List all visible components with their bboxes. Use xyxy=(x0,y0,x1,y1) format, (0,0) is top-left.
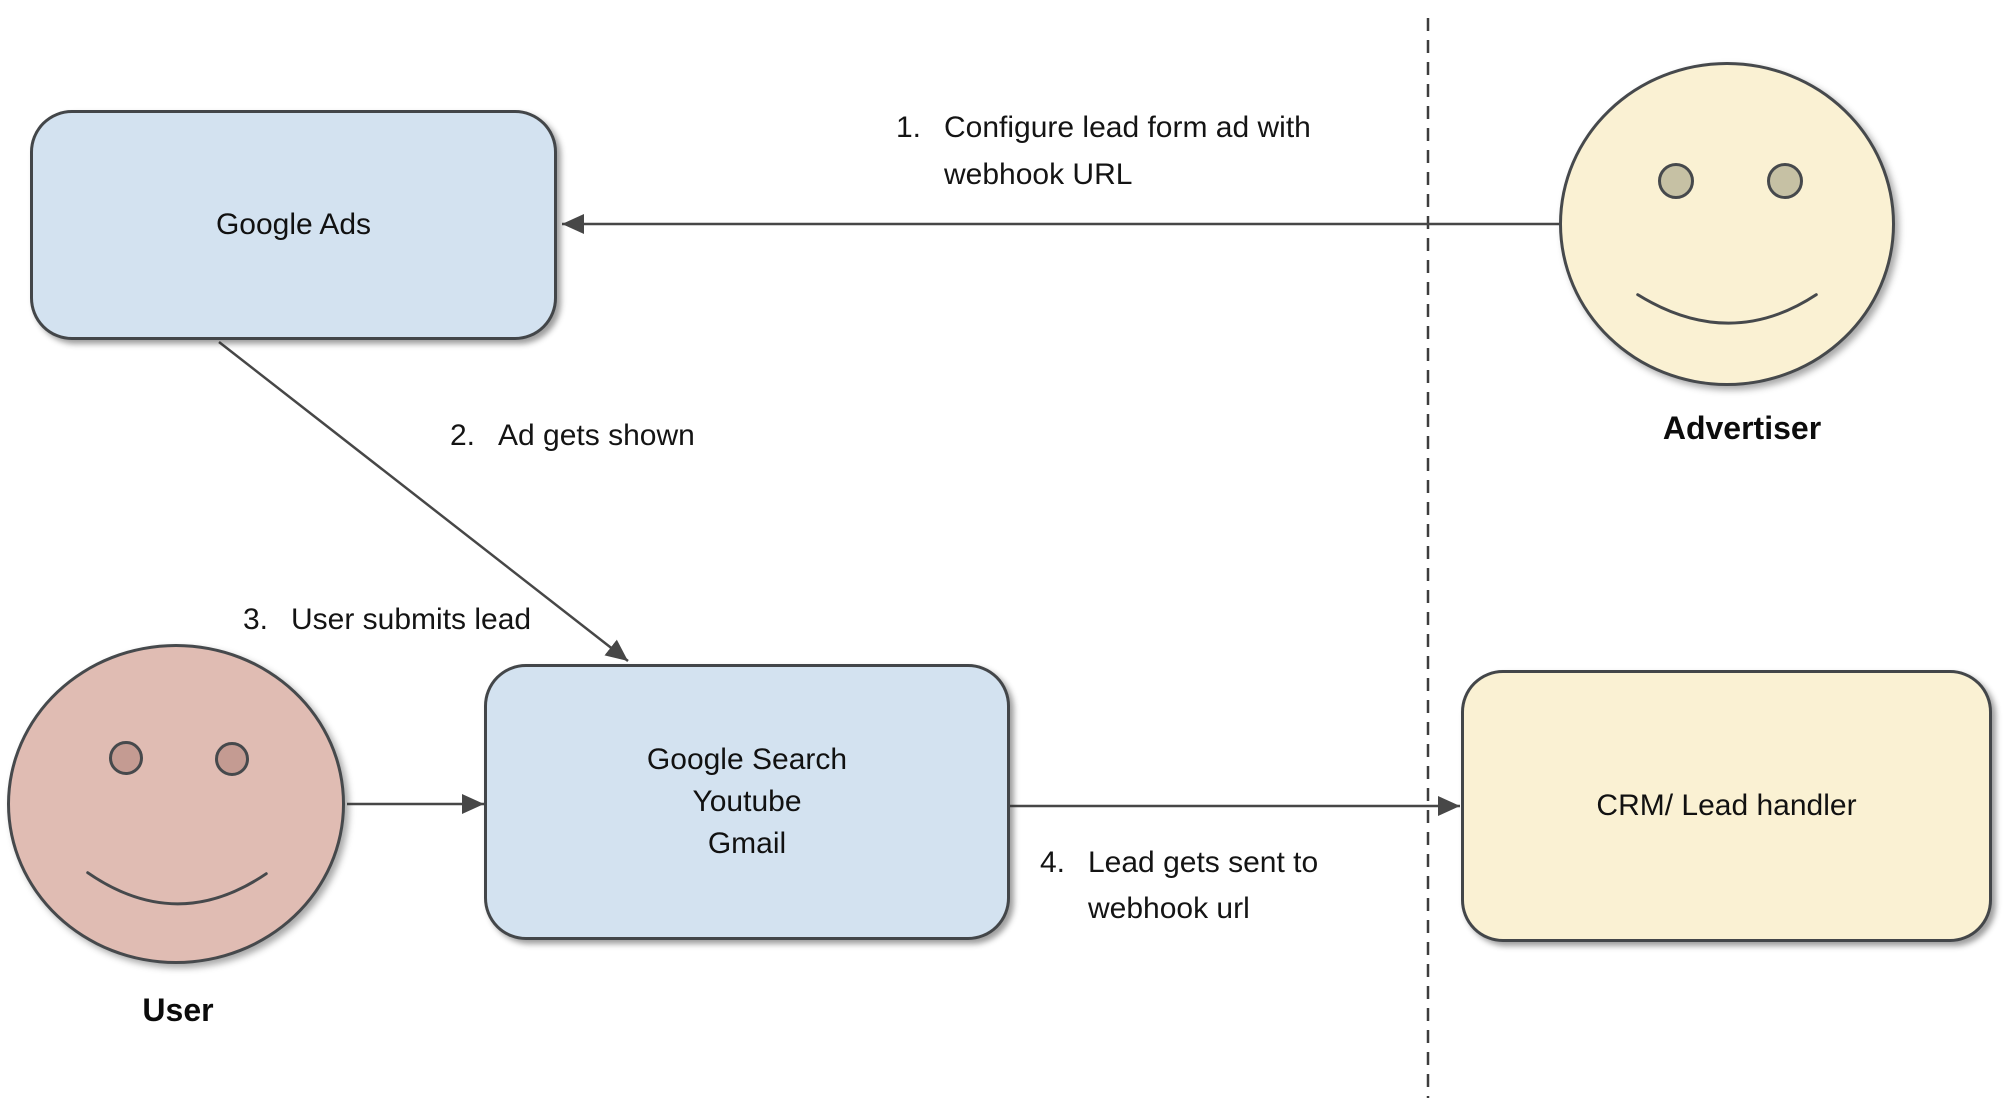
step-3-text: User submits lead xyxy=(291,603,532,636)
crm-label: CRM/ Lead handler xyxy=(1596,789,1857,822)
advertiser-face-icon xyxy=(1559,62,1895,386)
step-1-text: Configure lead form ad with webhook URL xyxy=(944,111,1311,191)
user-smile-icon xyxy=(86,871,268,906)
google-ads-label: Google Ads xyxy=(215,208,372,241)
advertiser-right-eye-icon xyxy=(1767,163,1803,199)
advertiser-left-eye-icon xyxy=(1658,163,1694,199)
platforms-line-gmail: Gmail xyxy=(707,827,787,860)
step-3-user-submits-lead: 3. User submits lead xyxy=(243,596,663,643)
user-label: User xyxy=(142,992,214,1028)
platforms-line-google-search: Google Search xyxy=(646,743,848,776)
platforms-node: Google Search Youtube Gmail xyxy=(484,664,1010,940)
step-1-number: 1. xyxy=(896,111,922,144)
step-4-number: 4. xyxy=(1040,846,1066,879)
step-2-number: 2. xyxy=(450,419,476,452)
user-right-eye-icon xyxy=(215,742,249,776)
step-4-lead-sent-to-webhook: 4. Lead gets sent to webhook url xyxy=(1040,840,1428,932)
step-4-text: Lead gets sent to webhook url xyxy=(1088,846,1319,925)
step-3-number: 3. xyxy=(243,603,269,636)
step-1-configure-webhook: 1. Configure lead form ad with webhook U… xyxy=(896,104,1414,198)
step-2-ad-gets-shown: 2. Ad gets shown xyxy=(450,412,870,459)
user-left-eye-icon xyxy=(109,741,143,775)
platforms-label: Google Search Youtube Gmail xyxy=(647,739,847,865)
crm-lead-handler-node: CRM/ Lead handler xyxy=(1461,670,1992,942)
step-2-text: Ad gets shown xyxy=(498,419,695,452)
google-ads-node: Google Ads xyxy=(30,110,557,340)
platforms-line-youtube: Youtube xyxy=(692,785,802,818)
user-face-icon xyxy=(7,644,345,964)
advertiser-smile-icon xyxy=(1636,293,1818,325)
advertiser-label: Advertiser xyxy=(1662,410,1822,446)
